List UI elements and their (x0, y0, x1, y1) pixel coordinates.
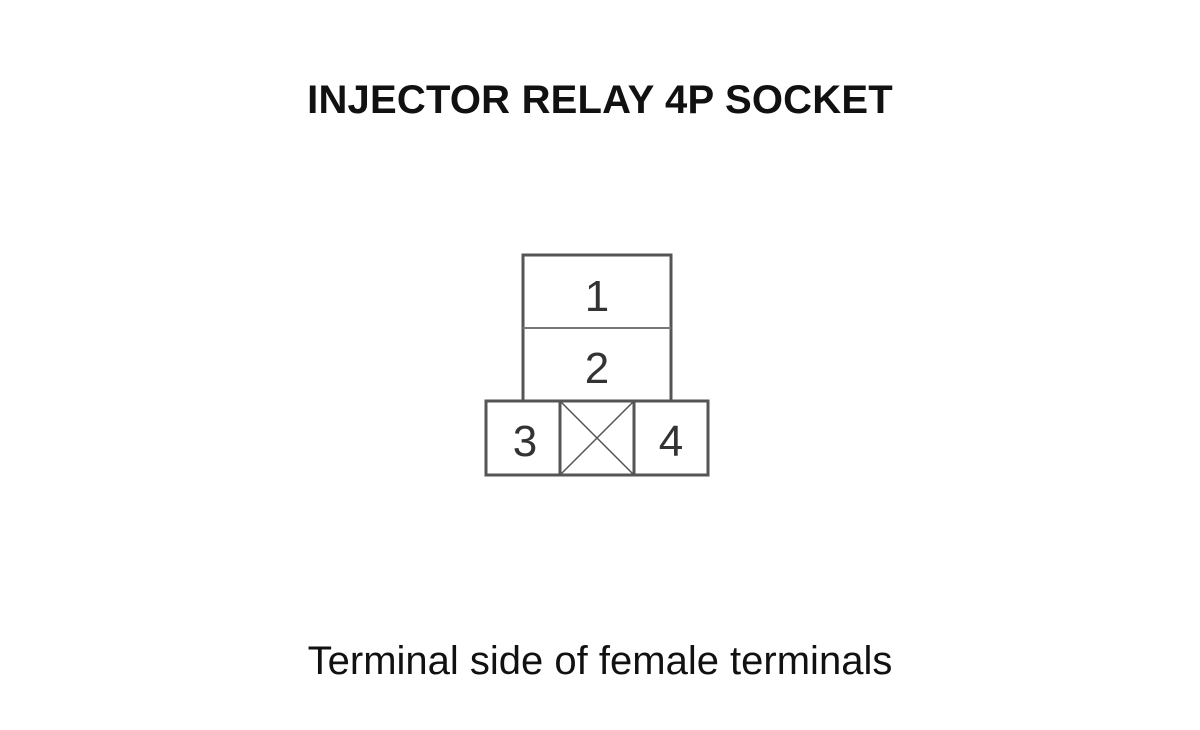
terminal-1-label: 1 (585, 272, 609, 321)
blank-cavity-x-mark (559, 400, 635, 476)
terminal-2-label: 2 (585, 344, 609, 393)
terminal-3-label: 3 (513, 417, 537, 466)
terminal-4-label: 4 (659, 417, 683, 466)
connector-lower-body (484, 399, 710, 477)
diagram-title: INJECTOR RELAY 4P SOCKET (307, 78, 893, 122)
diagram-caption: Terminal side of female terminals (307, 639, 893, 683)
